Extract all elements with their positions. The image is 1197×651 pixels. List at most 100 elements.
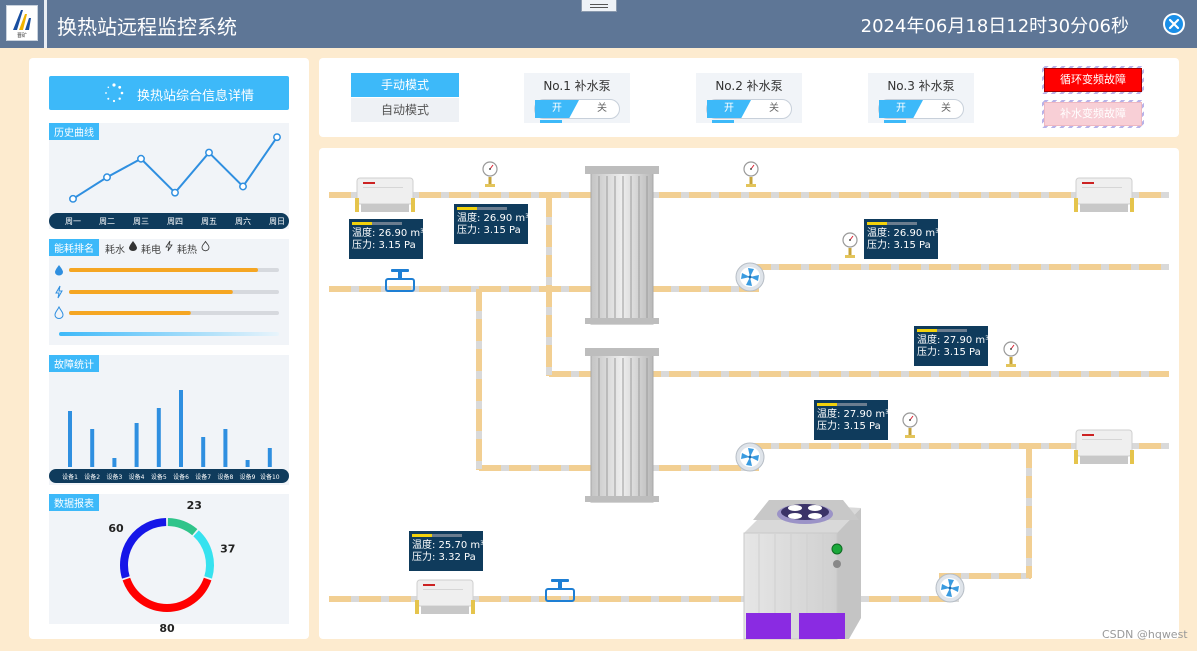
reading-level-4 (917, 329, 937, 332)
reading-3-temp: 温度: 26.90 m³ (867, 228, 940, 239)
pump-3-off[interactable]: 关 (941, 103, 951, 114)
menu-icon[interactable] (581, 0, 617, 12)
loading-icon (105, 83, 124, 103)
fault-tick-label: 设备1 (62, 473, 78, 481)
reading-1-temp: 温度: 26.90 m³ (352, 228, 425, 239)
reading-box-2: 温度: 26.90 m³ 压力: 3.15 Pa (454, 204, 530, 244)
history-point (205, 148, 213, 157)
energy-card: 能耗排名 耗水 耗电 耗热 (49, 239, 289, 345)
pressure-gauge-icon (743, 161, 759, 188)
fault-bar (156, 408, 161, 467)
pump-2-on[interactable]: 开 (707, 100, 751, 118)
donut-slice (193, 530, 214, 579)
heat-icon (201, 240, 210, 252)
water-drop-icon (55, 265, 63, 276)
history-tick-label: 周一 (65, 217, 81, 226)
pump-2-off[interactable]: 关 (769, 103, 779, 114)
donut-slice (120, 518, 167, 579)
meter-box-icon (354, 177, 416, 213)
reading-2-temp: 温度: 26.90 m³ (457, 213, 530, 224)
donut-label: 60 (108, 522, 124, 535)
fault-tick-label: 设备2 (84, 473, 100, 481)
pump-2-toggle[interactable]: 开 关 (706, 99, 792, 119)
meter-box-icon (1073, 177, 1135, 213)
current-datetime: 2024年06月18日12时30分06秒 (860, 16, 1129, 37)
fault-bar (134, 423, 139, 467)
control-panel: 手动模式 自动模式 No.1 补水泵 开 关 No.2 补水泵 开 关 No.3… (319, 58, 1179, 137)
donut-label: 23 (187, 499, 202, 512)
fault-bar (179, 390, 183, 467)
fault-tick-label: 设备3 (106, 473, 122, 481)
pump-fan-icon[interactable] (735, 442, 765, 472)
history-point (103, 173, 111, 182)
circulation-fault-alarm[interactable]: 循环变频故障 (1042, 66, 1144, 94)
heat-exchanger-icon (585, 166, 659, 325)
history-axis-band (49, 213, 289, 229)
fault-tick-label: 设备10 (260, 473, 280, 481)
station-info-button[interactable]: 换热站综合信息详情 (49, 76, 289, 110)
fault-tick-label: 设备5 (151, 473, 167, 481)
history-point (239, 182, 247, 191)
reading-3-pressure: 压力: 3.15 Pa (867, 240, 931, 251)
reading-4-pressure: 压力: 3.15 Pa (917, 347, 981, 358)
fault-tick-label: 设备6 (173, 473, 189, 481)
heat-icon (54, 305, 64, 319)
pump-1-indicator (540, 120, 562, 123)
manual-mode-button[interactable]: 手动模式 (351, 73, 459, 97)
pump-1-toggle[interactable]: 开 关 (534, 99, 620, 119)
pump-1-off[interactable]: 关 (597, 103, 607, 114)
reading-5-pressure: 压力: 3.15 Pa (817, 421, 881, 432)
pump-3-on[interactable]: 开 (879, 100, 923, 118)
left-panel: 换热站综合信息详情 历史曲线 周一周二周三周四周五周六周日 能耗排名 耗水 耗电… (29, 58, 309, 639)
fault-bar (68, 411, 72, 467)
reading-level-5 (817, 403, 837, 406)
history-point (137, 154, 145, 163)
pump-fan-icon[interactable] (735, 262, 765, 292)
circulation-fault-label: 循环变频故障 (1044, 68, 1142, 92)
reading-box-4: 温度: 27.90 m³ 压力: 3.15 Pa (914, 326, 990, 366)
supply-fault-alarm[interactable]: 补水变频故障 (1042, 100, 1144, 128)
energy-legend: 耗水 耗电 耗热 (105, 240, 210, 256)
pump-3-toggle[interactable]: 开 关 (878, 99, 964, 119)
water-drop-icon (129, 241, 137, 251)
report-title: 数据报表 (49, 494, 99, 511)
energy-bar-water (69, 268, 258, 272)
fault-title: 故障统计 (49, 355, 99, 372)
history-tick-label: 周日 (269, 217, 285, 226)
reading-level-6 (412, 534, 432, 537)
legend-water: 耗水 (105, 245, 125, 256)
pump-2-control: No.2 补水泵 开 关 (696, 73, 802, 123)
energy-divider (59, 332, 279, 336)
reading-5-temp: 温度: 27.90 m³ (817, 409, 890, 420)
pump-fan-icon[interactable] (935, 573, 965, 603)
reading-6-pressure: 压力: 3.32 Pa (412, 552, 476, 563)
pressure-gauge-icon (902, 412, 918, 439)
fault-bar (245, 460, 250, 467)
heat-exchanger-icon (585, 348, 659, 503)
app-title: 换热站远程监控系统 (57, 15, 237, 39)
history-tick-label: 周二 (99, 217, 115, 226)
pump-2-indicator (712, 120, 734, 123)
reading-6-temp: 温度: 25.70 m³ (412, 540, 485, 551)
pump-1-control: No.1 补水泵 开 关 (524, 73, 630, 123)
reading-level-3 (867, 222, 887, 225)
history-card: 历史曲线 周一周二周三周四周五周六周日 (49, 123, 289, 229)
reading-2-pressure: 压力: 3.15 Pa (457, 225, 521, 236)
reading-box-6: 温度: 25.70 m³ 压力: 3.32 Pa (409, 531, 485, 571)
history-tick-label: 周四 (167, 217, 183, 226)
history-line-chart: 周一周二周三周四周五周六周日 (49, 133, 289, 229)
history-tick-label: 周六 (235, 216, 251, 226)
meter-box-icon (414, 579, 476, 615)
reading-box-5: 温度: 27.90 m³ 压力: 3.15 Pa (814, 400, 890, 440)
pump-1-on[interactable]: 开 (535, 100, 579, 118)
fault-bar (112, 458, 117, 467)
energy-bars (54, 265, 279, 336)
legend-power: 耗电 (141, 245, 161, 256)
energy-title: 能耗排名 (49, 239, 99, 256)
watermark: CSDN @hqwest (1102, 628, 1188, 641)
legend-heat: 耗热 (177, 245, 197, 256)
close-icon[interactable] (1162, 12, 1186, 36)
reading-4-temp: 温度: 27.90 m³ (917, 335, 990, 346)
auto-mode-button[interactable]: 自动模式 (351, 98, 459, 122)
